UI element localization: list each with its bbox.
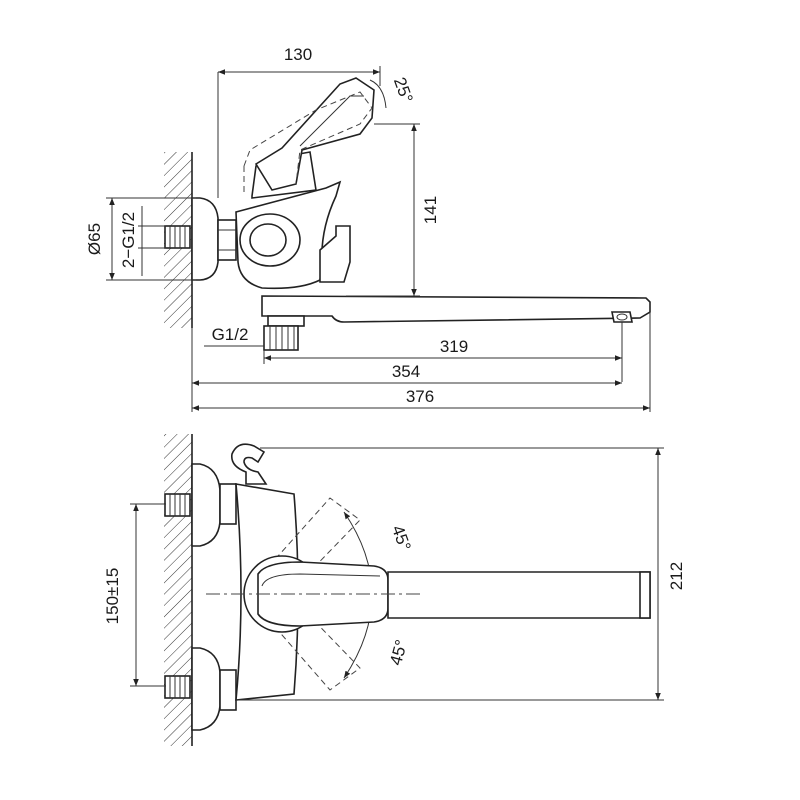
dimension-45-lower-label: 45° bbox=[386, 638, 411, 668]
eccentric-connector-side bbox=[217, 219, 237, 261]
dimension-354-label: 354 bbox=[392, 362, 420, 381]
dimension-376: 376 bbox=[192, 312, 651, 412]
inlet-thread-side bbox=[164, 225, 191, 249]
spout-end-top bbox=[639, 571, 651, 619]
dimension-319-label: 319 bbox=[440, 337, 468, 356]
dimension-212: 212 bbox=[236, 447, 686, 701]
dimension-25-deg-label: 25° bbox=[390, 75, 417, 106]
upper-inlet-top bbox=[164, 463, 237, 547]
dimension-25-deg: 25° bbox=[369, 75, 417, 109]
lower-inlet-top bbox=[164, 647, 237, 731]
dimension-376-label: 376 bbox=[406, 387, 434, 406]
diverter-knob-side bbox=[319, 225, 351, 283]
lever-handle-swing-lower bbox=[261, 603, 361, 691]
spout-side bbox=[261, 295, 651, 323]
dimension-inlet-thread-label: 2−G1/2 bbox=[119, 212, 138, 268]
top-view: 150±15 45° 45° 212 bbox=[103, 434, 686, 746]
lever-handle-swing-upper bbox=[261, 497, 361, 585]
dimension-150: 150±15 bbox=[103, 503, 166, 687]
dimension-150-label: 150±15 bbox=[103, 568, 122, 625]
lever-handle-alt-position bbox=[243, 91, 373, 185]
dimension-130-label: 130 bbox=[284, 45, 312, 64]
dimension-outlet-thread-label: G1/2 bbox=[212, 325, 249, 344]
shower-hook-top bbox=[230, 443, 268, 485]
dimension-319: 319 bbox=[263, 322, 623, 382]
dimension-141: 141 bbox=[346, 123, 440, 297]
side-view: 130 25° 141 Ø65 2−G1/2 bbox=[85, 45, 651, 412]
wall-hatch-top bbox=[164, 434, 193, 746]
dimension-diameter-65-label: Ø65 bbox=[85, 223, 104, 255]
spout-aerator-side bbox=[611, 311, 633, 323]
dimension-inlet-thread: 2−G1/2 bbox=[119, 206, 166, 276]
dimension-130: 130 bbox=[217, 45, 381, 198]
dimension-141-label: 141 bbox=[421, 196, 440, 224]
outlet-thread-side bbox=[263, 315, 305, 351]
dimension-45-upper-label: 45° bbox=[388, 523, 415, 554]
wall-flange-side bbox=[191, 197, 219, 281]
lever-handle-side bbox=[254, 77, 375, 191]
dimension-diameter-65: Ø65 bbox=[85, 197, 196, 281]
dimension-354: 354 bbox=[191, 328, 622, 412]
dimension-outlet-thread: G1/2 bbox=[204, 325, 264, 347]
dimension-212-label: 212 bbox=[667, 562, 686, 590]
spout-top bbox=[387, 571, 651, 619]
